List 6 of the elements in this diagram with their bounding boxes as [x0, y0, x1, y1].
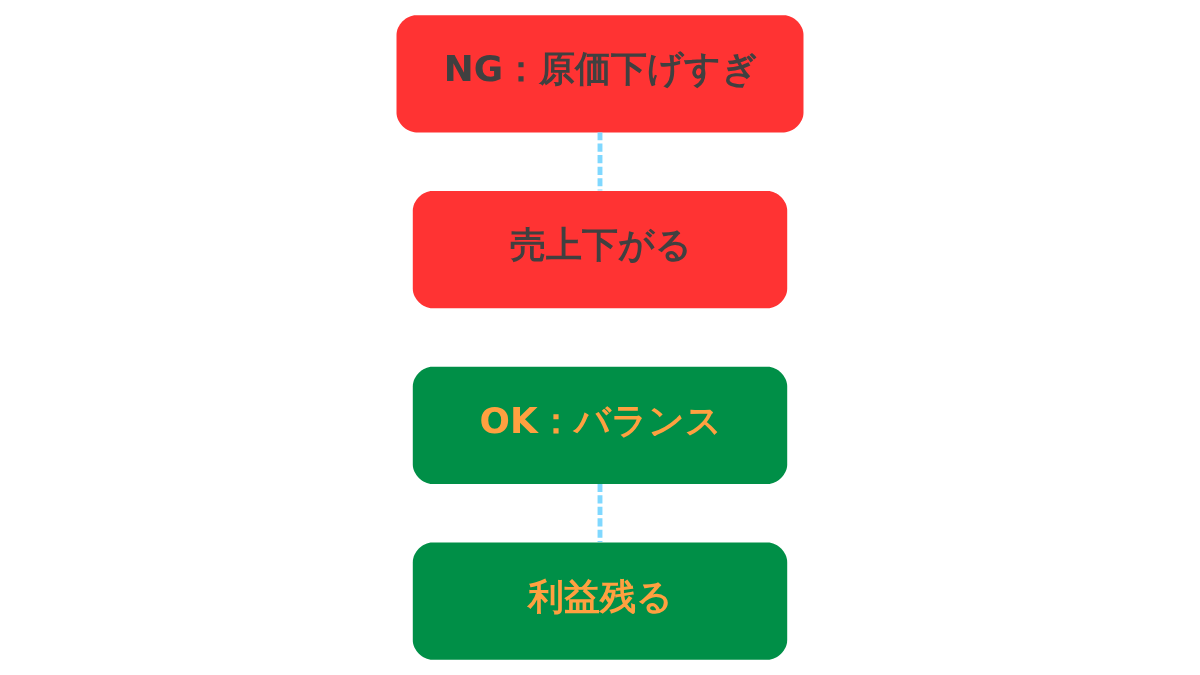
- node-box: OK：バランス: [412, 366, 788, 484]
- node-box: NG：原価下げすぎ: [396, 15, 804, 133]
- node-box: 利益残る: [412, 542, 788, 660]
- node-box: 売上下がる: [412, 191, 788, 309]
- connector: [597, 132, 603, 191]
- connector: [597, 484, 603, 543]
